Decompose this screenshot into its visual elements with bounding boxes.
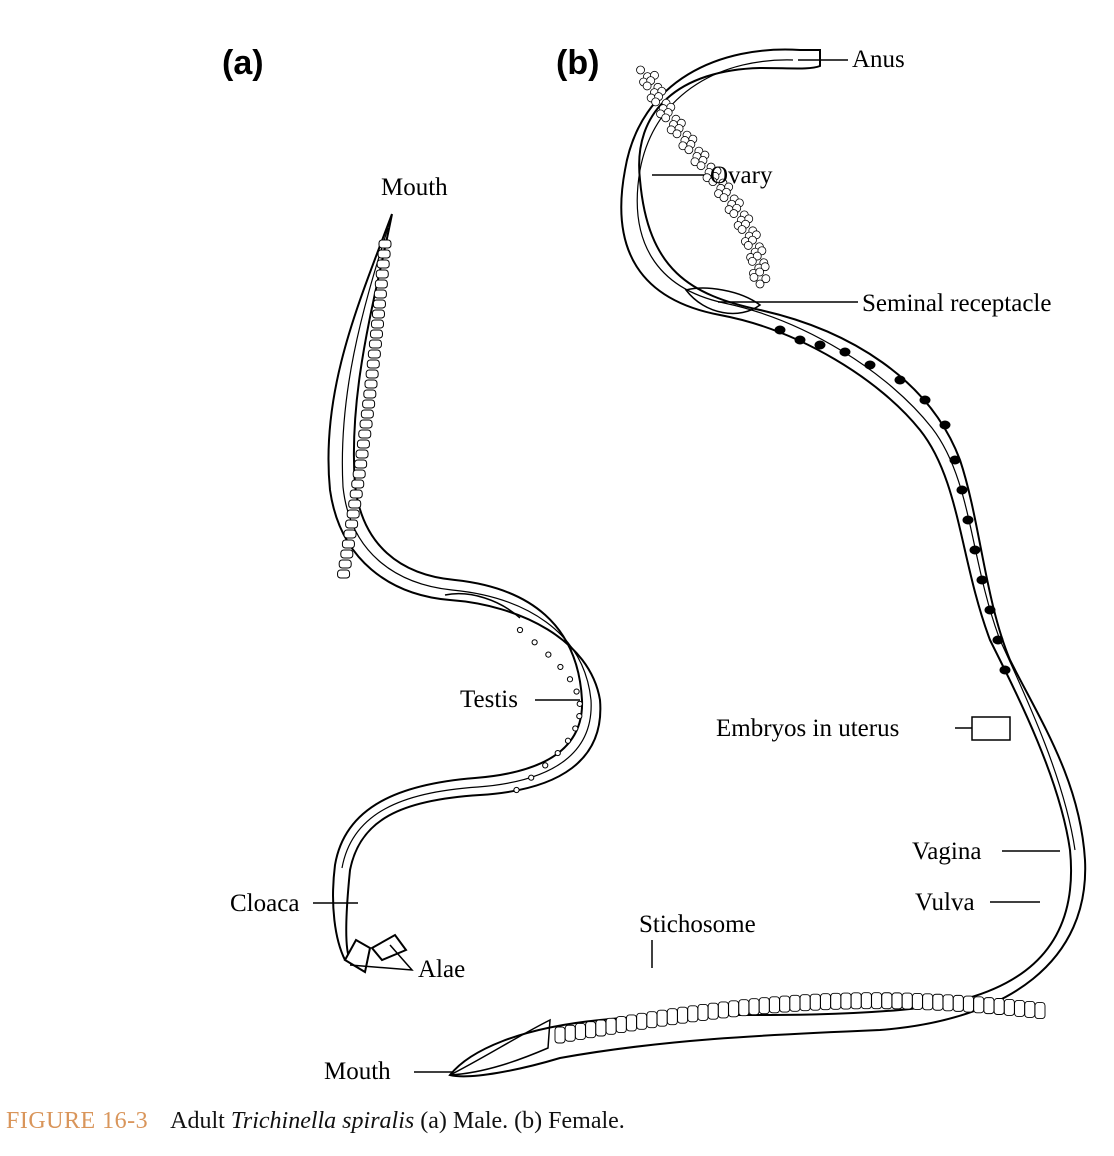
label-alae: Alae: [418, 956, 465, 983]
male-worm: [327, 213, 602, 974]
female-ovary-cells: [636, 65, 771, 289]
male-cells: [337, 239, 583, 794]
female-worm: [448, 48, 1087, 1078]
caption-suffix: (a) Male. (b) Female.: [420, 1108, 625, 1134]
figure-caption: FIGURE 16-3 Adult Trichinella spiralis (a…: [6, 1108, 1106, 1135]
label-vulva: Vulva: [915, 889, 975, 916]
label-seminal-receptacle: Seminal receptacle: [862, 290, 1051, 317]
label-testis: Testis: [460, 686, 518, 713]
label-female-mouth: Mouth: [324, 1058, 391, 1085]
label-male-mouth: Mouth: [381, 174, 448, 201]
label-embryos-in-uterus: Embryos in uterus: [716, 715, 899, 742]
label-cloaca: Cloaca: [230, 890, 299, 917]
label-anus: Anus: [852, 46, 905, 73]
figure-number: FIGURE 16-3: [6, 1108, 149, 1134]
panel-letter-b: (b): [556, 44, 599, 82]
female-stichocytes: [554, 992, 1046, 1044]
leader-lines: [313, 59, 1060, 1073]
panel-letter-a: (a): [222, 44, 264, 82]
label-ovary: Ovary: [710, 162, 773, 189]
label-stichosome: Stichosome: [639, 911, 756, 938]
caption-prefix: Adult: [170, 1108, 225, 1134]
caption-species: Trichinella spiralis: [230, 1108, 415, 1134]
label-vagina: Vagina: [912, 838, 981, 865]
female-embryo-dots: [774, 325, 1011, 675]
